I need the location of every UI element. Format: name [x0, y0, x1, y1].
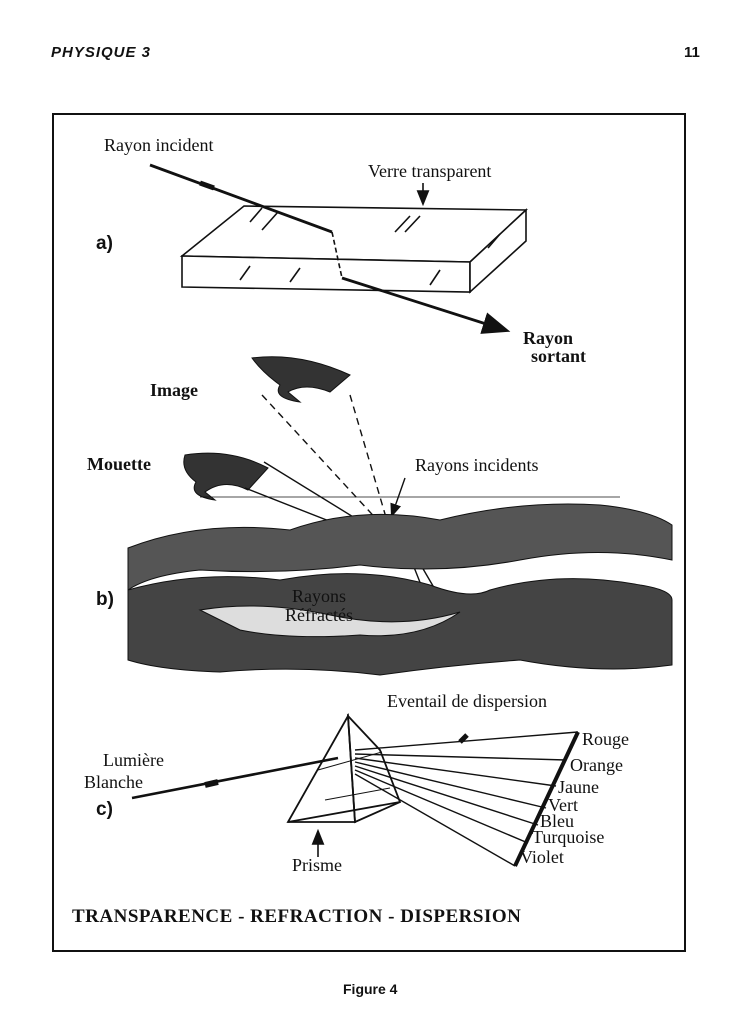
- panel-b-letter: b): [96, 589, 114, 610]
- figure-caption: Figure 4: [343, 981, 398, 997]
- color-label-turquoise: Turquoise: [532, 827, 605, 847]
- figure-frame: [52, 113, 686, 952]
- color-label-orange: Orange: [570, 755, 623, 775]
- label-rayons-refractes-2: Réfractés: [285, 605, 353, 625]
- label-rayon-sortant-2: sortant: [531, 346, 586, 366]
- page-number: 11: [684, 44, 700, 61]
- white-light-ray: [131, 756, 339, 800]
- seagull: [183, 452, 269, 501]
- label-mouette: Mouette: [87, 454, 151, 474]
- label-image: Image: [150, 380, 198, 400]
- label-prisme: Prisme: [292, 855, 343, 875]
- figure-title: TRANSPARENCE - REFRACTION - DISPERSION: [72, 906, 522, 927]
- ray-through-slab: [149, 163, 511, 334]
- label-lumiere-2: Blanche: [84, 772, 143, 792]
- label-eventail: Eventail de dispersion: [387, 691, 547, 711]
- label-rayon-sortant-1: Rayon: [523, 328, 574, 348]
- label-rayons-refractes-1: Rayons: [292, 586, 346, 606]
- seagull-image: [251, 356, 351, 403]
- label-lumiere-1: Lumière: [103, 750, 164, 770]
- glass-slab: [179, 205, 529, 294]
- panel-c-letter: c): [96, 799, 113, 820]
- label-rayons-incidents: Rayons incidents: [415, 455, 539, 475]
- dispersion-fan: [311, 731, 580, 867]
- water-surface: [127, 503, 673, 676]
- color-label-bleu: Bleu: [540, 811, 574, 831]
- color-label-jaune: Jaune: [558, 777, 599, 797]
- color-label-violet: Violet: [520, 847, 564, 867]
- label-rayon-incident: Rayon incident: [104, 135, 214, 155]
- color-label-vert: Vert: [548, 795, 578, 815]
- label-verre-transparent: Verre transparent: [368, 161, 492, 181]
- running-header: PHYSIQUE 3: [51, 44, 152, 61]
- color-label-rouge: Rouge: [582, 729, 629, 749]
- prism: [286, 712, 402, 824]
- panel-a-letter: a): [96, 233, 113, 254]
